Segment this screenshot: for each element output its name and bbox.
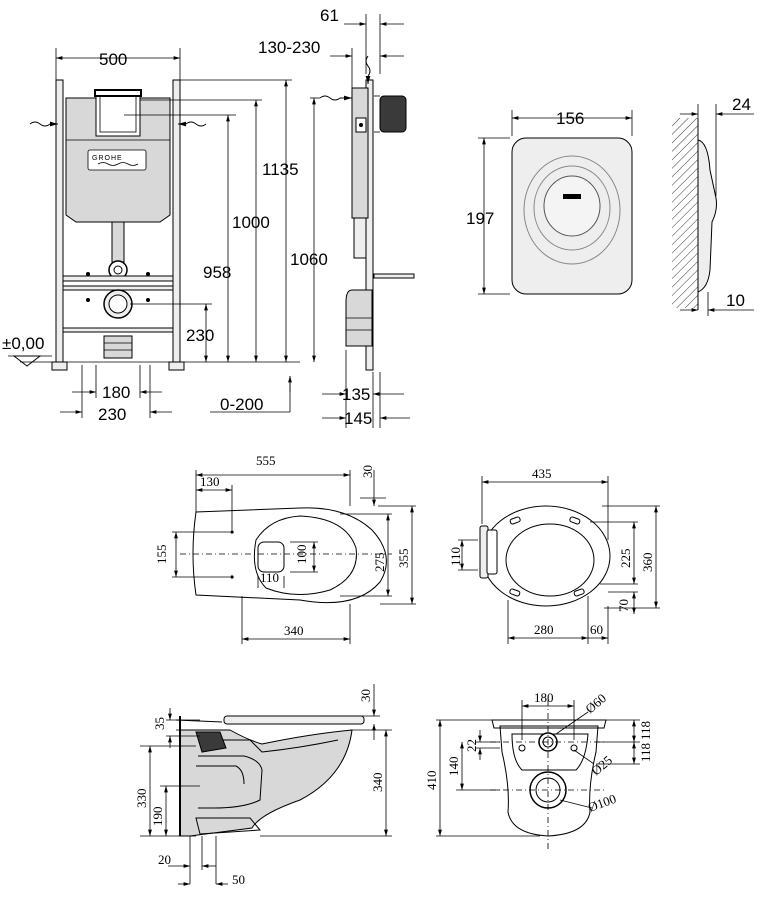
dim-d60: Ø60	[582, 690, 609, 716]
dim-435-seat: 435	[532, 466, 552, 481]
dim-197: 197	[466, 209, 494, 228]
dim-d25: Ø25	[588, 752, 615, 778]
dim-330: 330	[134, 789, 149, 809]
dim-35: 35	[152, 717, 167, 730]
frame-side-view: 61 130-230 135 145	[258, 6, 415, 428]
dim-110: 110	[260, 570, 279, 585]
dim-555: 555	[256, 453, 276, 468]
dim-190: 190	[150, 807, 165, 827]
dim-155: 155	[154, 545, 169, 565]
dim-61: 61	[320, 6, 339, 25]
dim-floor-level: ±0,00	[2, 334, 44, 353]
bowl-side-view: 30 35 330 190 340 20 50	[134, 684, 392, 887]
dim-d100: Ø100	[586, 791, 618, 815]
dim-135: 135	[342, 385, 370, 404]
dim-22: 22	[464, 739, 479, 752]
dim-340-side: 340	[370, 773, 385, 793]
dim-230: 230	[98, 405, 126, 424]
flush-plate-side: 24 10	[672, 95, 754, 316]
dim-230-drain: 230	[186, 326, 214, 345]
water-inlet-right	[185, 121, 207, 127]
bowl-inner	[253, 515, 357, 596]
bowl-back-view: 180 Ø60 22 140 410 Ø25 Ø100 118 118	[424, 690, 653, 850]
dim-180: 180	[102, 383, 130, 402]
dim-130: 130	[200, 474, 220, 489]
dim-50: 50	[232, 872, 245, 887]
water-inlet-left	[29, 121, 51, 127]
dim-500: 500	[99, 50, 127, 69]
bowl-top-view: 555 130 30 155 100 110 275 355 340	[154, 453, 416, 644]
bowl-outline	[192, 507, 387, 604]
dim-340: 340	[284, 623, 304, 638]
flush-plate-front: 156 197	[466, 109, 633, 295]
plate-profile	[697, 139, 717, 293]
grohe-logo-text: GROHE	[92, 155, 123, 162]
side-cistern	[351, 87, 369, 219]
dim-30-side: 30	[358, 689, 373, 702]
flush-inlet-section	[195, 731, 227, 753]
dim-355: 355	[396, 549, 411, 569]
side-flush-box	[379, 95, 407, 133]
seat-outline	[481, 505, 611, 607]
seat-lid-profile	[223, 715, 365, 725]
dim-1135: 1135	[262, 160, 299, 179]
drain-connector	[103, 335, 133, 359]
dim-100: 100	[294, 545, 309, 565]
dim-118-bottom: 118	[638, 743, 653, 762]
seat-opening	[505, 523, 595, 597]
dim-70: 70	[616, 599, 631, 612]
dim-225: 225	[618, 549, 633, 569]
dim-30: 30	[360, 465, 375, 478]
floor-level-icon	[12, 355, 42, 367]
seat-top-view: 435 110 225 360 70 280 60	[448, 466, 660, 644]
dim-280: 280	[534, 622, 554, 637]
dim-180-back: 180	[534, 690, 554, 705]
frame-front-view: GROHE 500 ±0,00	[2, 48, 328, 424]
dim-60: 60	[590, 622, 603, 637]
dim-110-seat: 110	[448, 547, 463, 566]
dim-0-200: 0-200	[220, 395, 263, 414]
dim-275: 275	[372, 553, 387, 573]
dim-10: 10	[726, 291, 745, 310]
dim-156: 156	[556, 109, 584, 128]
dim-1000: 1000	[232, 213, 270, 232]
dim-410: 410	[424, 771, 439, 791]
dim-24: 24	[732, 95, 751, 114]
dim-20: 20	[158, 852, 171, 867]
wall-hatch	[672, 118, 698, 308]
dim-118-top: 118	[638, 721, 653, 740]
dim-1060: 1060	[290, 250, 328, 269]
flush-pipe	[111, 221, 125, 263]
dim-130-230: 130-230	[258, 38, 320, 57]
side-water-inlet	[365, 55, 371, 77]
dim-140: 140	[446, 757, 461, 777]
flush-button-icon	[563, 194, 581, 199]
dim-958: 958	[203, 263, 231, 282]
dim-145: 145	[344, 409, 372, 428]
dim-360: 360	[640, 553, 655, 573]
